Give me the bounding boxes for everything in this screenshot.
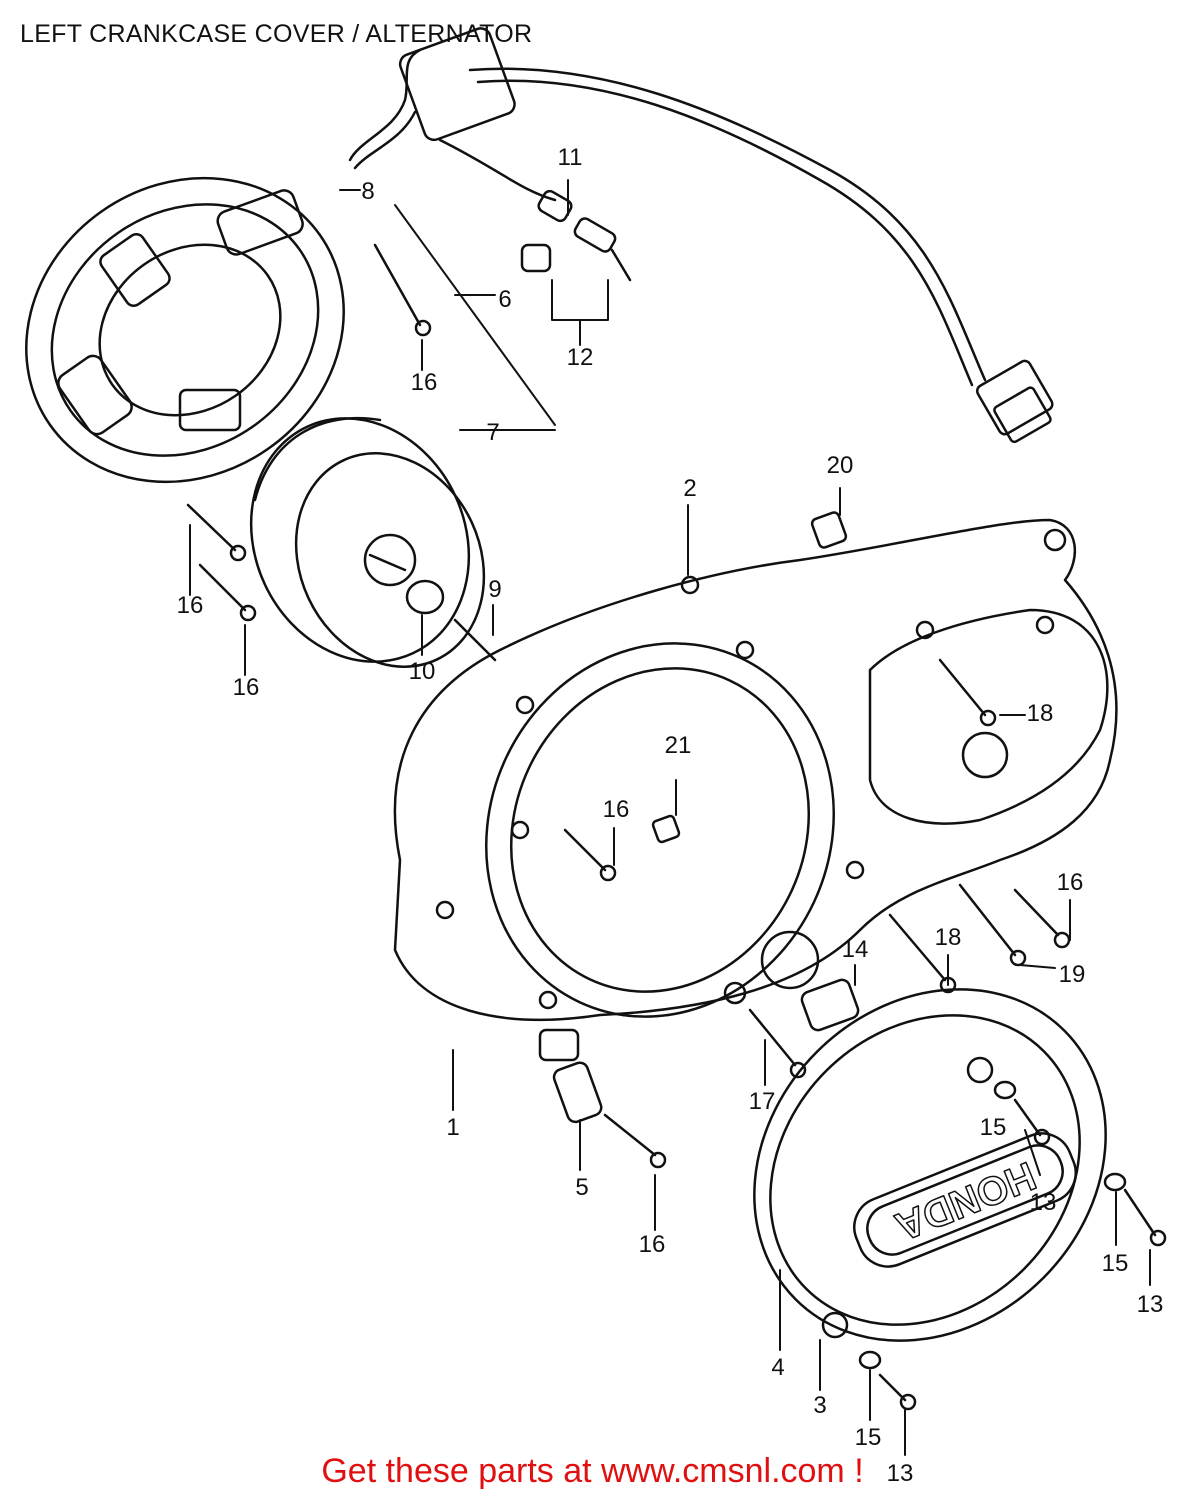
callout-13: 13 — [1136, 1291, 1164, 1318]
callout-16: 16 — [232, 674, 260, 701]
callout-15: 15 — [854, 1424, 882, 1451]
callout-8: 8 — [361, 178, 375, 205]
callout-11: 11 — [557, 144, 583, 171]
left-crankcase-cover — [393, 518, 1118, 1021]
callout-1: 1 — [446, 1114, 460, 1141]
wire-coupler — [975, 359, 1054, 444]
honda-logo: HONDA — [889, 1153, 1041, 1249]
callout-21: 21 — [664, 732, 692, 759]
sealing-washers — [858, 1080, 1127, 1370]
callout-16: 16 — [176, 592, 204, 619]
callout-19: 19 — [1058, 961, 1086, 988]
cable-guide — [552, 1061, 603, 1124]
bolts — [186, 243, 1167, 1411]
callout-7: 7 — [486, 419, 500, 446]
callout-12: 12 — [566, 344, 594, 371]
callout-4: 4 — [771, 1354, 785, 1381]
callout-13: 13 — [886, 1460, 914, 1487]
callout-6: 6 — [498, 286, 512, 313]
dowel-pins — [538, 511, 860, 1062]
callout-18: 18 — [934, 924, 962, 951]
callout-16: 16 — [410, 369, 438, 396]
callout-17: 17 — [748, 1088, 776, 1115]
callout-16: 16 — [602, 796, 630, 823]
outer-cover-3: HONDA — [753, 988, 1107, 1342]
callout-9: 9 — [488, 576, 502, 603]
callout-15: 15 — [1101, 1250, 1129, 1277]
callout-5: 5 — [575, 1174, 589, 1201]
callout-10: 10 — [408, 658, 436, 685]
callout-13: 13 — [1029, 1189, 1057, 1216]
washer — [405, 579, 445, 615]
rotor-flywheel — [249, 416, 486, 668]
callout-14: 14 — [841, 936, 869, 963]
callout-2: 2 — [683, 475, 697, 502]
page-title: LEFT CRANKCASE COVER / ALTERNATOR — [20, 20, 533, 48]
callout-15: 15 — [979, 1114, 1007, 1141]
callout-16: 16 — [638, 1231, 666, 1258]
callout-18: 18 — [1026, 700, 1054, 727]
callout-20: 20 — [826, 452, 854, 479]
callout-3: 3 — [813, 1392, 827, 1419]
wire-clamp-parts — [520, 189, 632, 282]
callout-16: 16 — [1056, 869, 1084, 896]
wiring-harness — [348, 27, 987, 387]
footer-promo-text: Get these parts at www.cmsnl.com ! — [321, 1452, 864, 1490]
leader-lines — [189, 179, 1151, 1456]
stator-assembly — [25, 176, 345, 484]
